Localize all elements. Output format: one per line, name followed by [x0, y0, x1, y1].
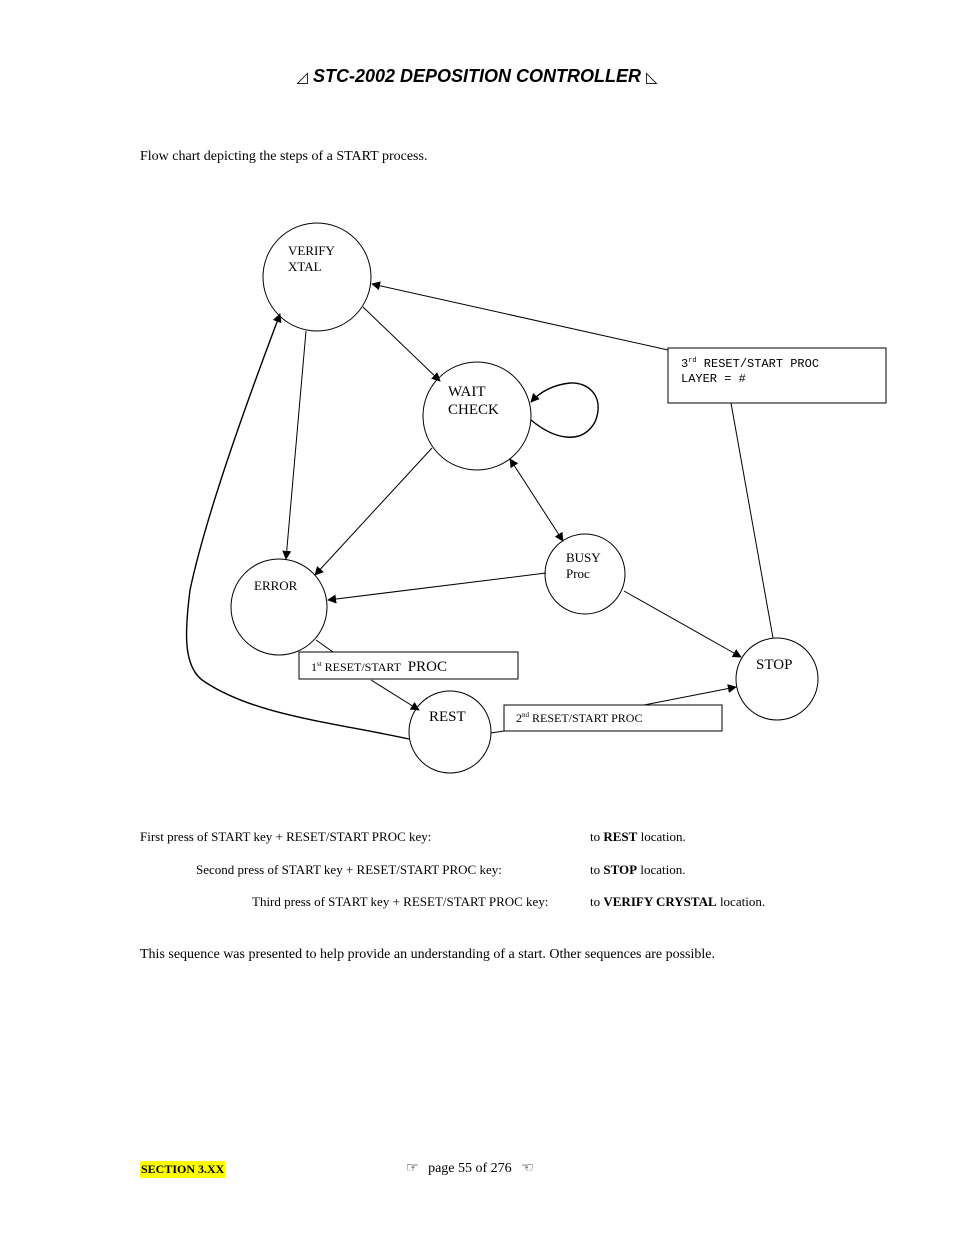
step-3-result: to VERIFY CRYSTAL location. — [590, 894, 766, 909]
node-verify-label-1: VERIFY — [288, 243, 336, 258]
box-third-label-2: LAYER = # — [681, 372, 746, 386]
step-1-result: to REST location. — [590, 829, 686, 844]
node-busy-label-1: BUSY — [566, 550, 601, 565]
arrow-verify-to-wait — [362, 306, 441, 382]
step-3-label: Third press of START key + RESET/START P… — [252, 894, 549, 909]
pointing-left-icon: ☜ — [521, 1161, 534, 1176]
arrow-error-to-rest — [370, 679, 420, 711]
node-busy-proc — [544, 533, 626, 615]
line-error-to-rest-upper — [315, 639, 334, 653]
arrow-busy-to-stop — [623, 590, 742, 658]
node-stop — [735, 637, 819, 721]
box-third-label-1: 3rd RESET/START PROC — [681, 357, 819, 371]
node-error-label: ERROR — [254, 578, 298, 593]
intro-text: Flow chart depicting the steps of a STAR… — [140, 149, 428, 164]
node-wait-label-1: WAIT — [448, 384, 486, 400]
node-busy-label-2: Proc — [566, 566, 590, 581]
arrow-wait-self-loop — [530, 382, 599, 438]
flow-chart: VERIFY XTAL WAIT CHECK BUSY Proc ERROR S… — [185, 222, 887, 774]
box-first-reset — [298, 651, 519, 680]
node-rest-label: REST — [429, 709, 466, 725]
page-number: ☞ page 55 of 276 ☜ — [406, 1160, 534, 1177]
step-1-label: First press of START key + RESET/START P… — [140, 829, 432, 844]
node-verify-label-2: XTAL — [288, 259, 322, 274]
arrow-wait-to-error — [314, 447, 433, 576]
step-2-label: Second press of START key + RESET/START … — [196, 862, 502, 877]
node-error — [230, 558, 328, 656]
page-header: ◿ STC-2002 DEPOSITION CONTROLLER ◺ — [0, 66, 954, 87]
box-first-label: 1st RESET/START PROC — [311, 659, 447, 675]
closing-text: This sequence was presented to help prov… — [140, 947, 715, 962]
node-wait-label-2: CHECK — [448, 402, 499, 418]
box-second-reset — [503, 704, 723, 732]
header-title: STC-2002 DEPOSITION CONTROLLER — [312, 66, 642, 86]
header-right-icon: ◺ — [646, 69, 658, 86]
section-badge: SECTION 3.XX — [140, 1161, 226, 1178]
header-left-icon: ◿ — [296, 69, 308, 86]
box-third-reset — [667, 347, 887, 404]
arrow-rest-to-stop — [643, 684, 737, 706]
node-rest — [408, 690, 492, 774]
pointing-right-icon: ☞ — [406, 1161, 419, 1176]
page-count: page 55 of 276 — [428, 1161, 512, 1176]
arrow-third-box-to-verify — [371, 281, 669, 351]
line-stop-to-third-box — [730, 402, 774, 639]
box-second-label: 2nd RESET/START PROC — [516, 711, 642, 725]
node-wait-check — [422, 361, 532, 471]
node-stop-label: STOP — [756, 657, 792, 673]
node-verify-xtal — [262, 222, 372, 332]
arrow-wait-busy — [509, 458, 564, 542]
line-rest-to-second-box — [490, 730, 505, 734]
arrow-busy-to-error — [327, 572, 547, 604]
step-2-result: to STOP location. — [590, 862, 686, 877]
arrow-verify-to-error — [282, 330, 307, 560]
arrow-rest-to-verify — [185, 313, 410, 740]
